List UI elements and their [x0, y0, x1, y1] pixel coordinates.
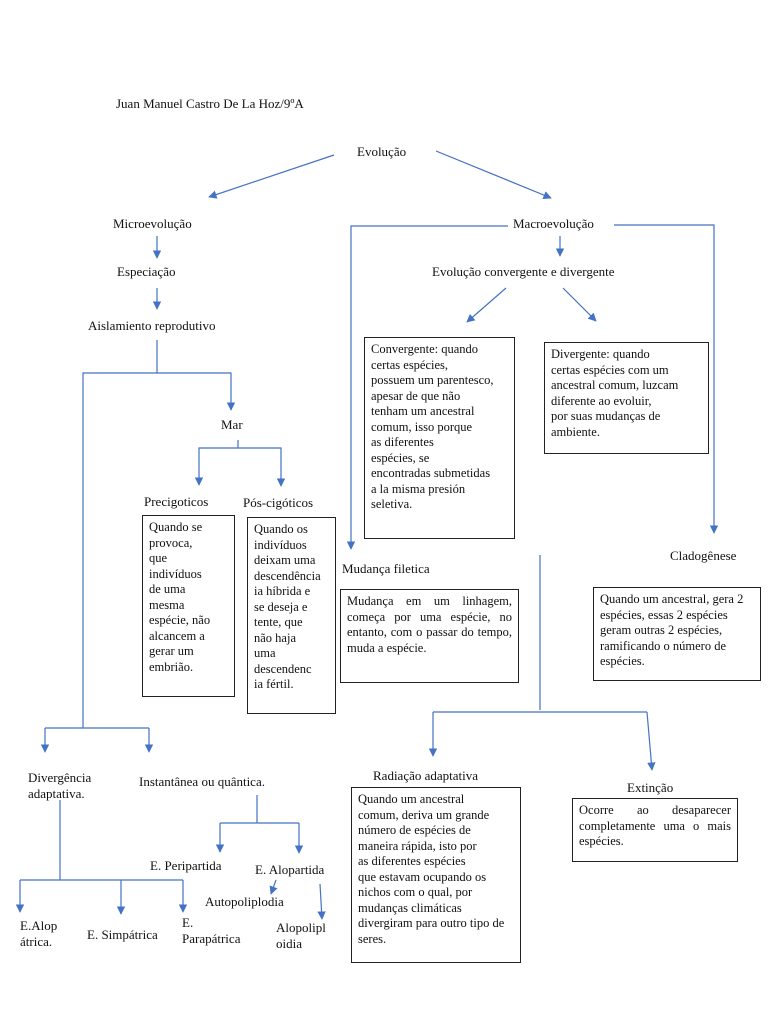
node-cladogenese: Cladogênese [670, 548, 737, 563]
box-precigoticos: Quando se provoca, que indivíduos de uma… [142, 515, 235, 697]
node-alopatrica: E.Alop átrica. [20, 918, 58, 949]
node-conv-div: Evolução convergente e divergente [432, 264, 615, 279]
author-name: Juan Manuel Castro De La Hoz/9ºA [116, 96, 304, 111]
box-cladogenese: Quando um ancestral, gera 2 espécies, es… [593, 587, 761, 681]
node-divergencia: Divergência adaptativa. [28, 770, 92, 801]
box-mudanca-filetica: Mudança em um linhagem, começa por uma e… [340, 589, 519, 683]
arrow-to-convergente [466, 287, 507, 323]
node-aislamiento: Aislamiento reprodutivo [88, 318, 216, 333]
arrow-to-alopoliploidia [317, 883, 326, 920]
arrow-to-autopoliplodia [269, 879, 278, 895]
box-convergente: Convergente: quando certas espécies, pos… [364, 337, 515, 539]
node-instantanea: Instantânea ou quântica. [139, 774, 265, 789]
node-evolucao: Evolução [357, 144, 407, 159]
arrow-to-poscigoticos [238, 447, 286, 487]
arrow-to-microevolucao [208, 154, 335, 199]
node-extincao: Extinção [627, 780, 674, 795]
node-mudanca-filetica: Mudança filetica [342, 561, 430, 576]
node-especiacao: Especiação [117, 264, 176, 279]
arrow-to-extincao [646, 711, 656, 771]
node-alopoliploidia: Alopolipl oidia [276, 920, 326, 951]
box-divergente: Divergente: quando certas espécies com u… [544, 342, 709, 454]
node-precigoticos: Precigoticos [144, 494, 209, 509]
node-parapatrica: E. Parapátrica [182, 915, 241, 946]
node-radiacao: Radiação adaptativa [373, 768, 479, 783]
arrow-to-mar [157, 372, 236, 411]
arrow-to-macroevolucao [435, 150, 552, 200]
connector-mar-split [194, 440, 239, 486]
node-autopoliplodia: Autopoliplodia [205, 894, 284, 909]
connector-macro-right [614, 224, 719, 534]
node-alopartida: E. Alopartida [255, 862, 325, 877]
connector-macro-left [346, 225, 508, 550]
node-peripartida: E. Peripartida [150, 858, 222, 873]
node-poscigoticos: Pós-cigóticos [243, 495, 314, 510]
box-extincao: Ocorre ao desaparecer completamente uma … [572, 798, 738, 862]
box-radiacao: Quando um ancestral comum, deriva um gra… [351, 787, 521, 963]
node-microevolucao: Microevolução [113, 216, 192, 231]
node-simpatrica: E. Simpátrica [87, 927, 158, 942]
node-mar: Mar [221, 417, 243, 432]
node-macroevolucao: Macroevolução [513, 216, 594, 231]
arrow-to-divergente [562, 287, 597, 322]
box-poscigoticos: Quando os indivíduos deixam uma descendê… [247, 517, 336, 714]
connector-aislamiento [82, 340, 158, 728]
